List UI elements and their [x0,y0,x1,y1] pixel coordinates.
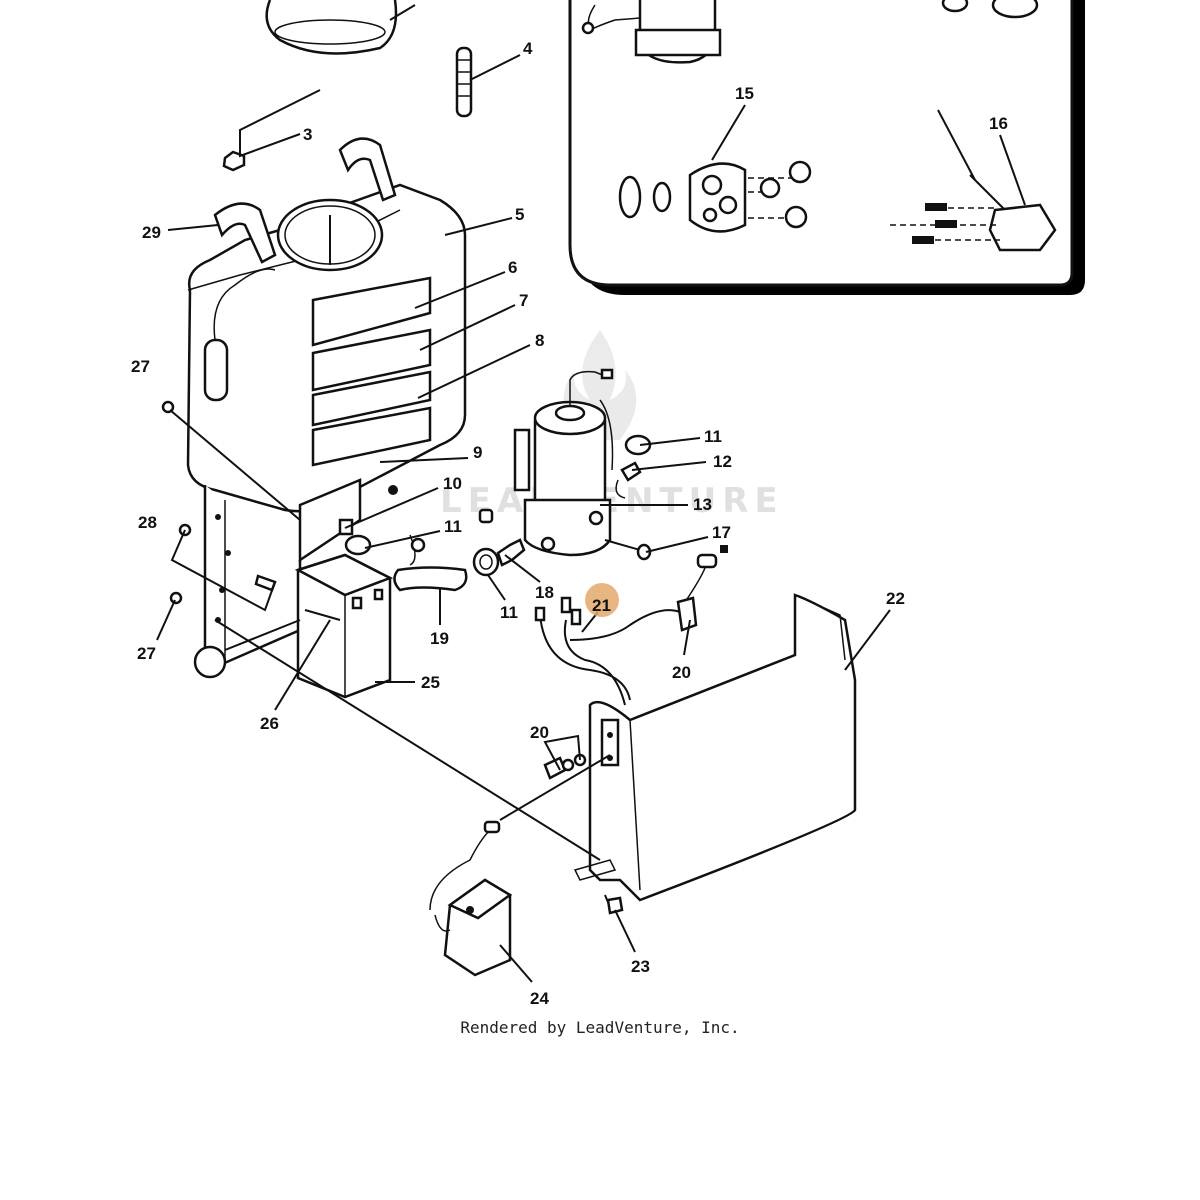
callout-23: 23 [631,957,650,976]
highlight-marker[interactable] [585,583,619,617]
callout-20b: 20 [530,723,549,742]
callout-19: 19 [430,629,449,648]
fittings-10-11 [338,518,426,566]
fasteners-20-23 [543,753,624,915]
leader-lines [156,54,1026,983]
wiring-harness [534,545,728,706]
pump-motor [513,368,614,557]
bolt-17 [604,539,652,561]
callout-27a: 27 [131,357,150,376]
callout-12: 12 [713,452,732,471]
callout-7: 7 [519,291,528,310]
fitting-4 [455,46,473,118]
callout-4: 4 [523,39,533,58]
tank [186,137,467,513]
callout-27b: 27 [137,644,156,663]
battery-box [294,553,394,699]
watermark: LEADVENTURE [440,330,778,521]
callout-3: 3 [303,125,312,144]
callout-16: 16 [989,114,1008,133]
callout-26: 26 [260,714,279,733]
callout-25: 25 [421,673,440,692]
detail-inset [568,0,1085,295]
callout-17: 17 [712,523,731,542]
fittings-11-18 [472,538,526,577]
callout-13: 13 [693,495,712,514]
callout-5: 5 [515,205,524,224]
callout-11b: 11 [704,427,722,446]
callout-21: 21 [592,596,611,615]
callout-18: 18 [535,583,554,602]
fitting-detail [941,0,1039,19]
hose-19 [393,566,468,592]
check-valve-detail [618,160,812,233]
credit-text: Rendered by LeadVenture, Inc. [460,1018,740,1037]
tank-cap [265,0,416,55]
callout-28: 28 [138,513,157,532]
callout-11c: 11 [500,603,518,622]
callout-15: 15 [735,84,754,103]
callout-11a: 11 [444,517,462,536]
callout-6: 6 [508,258,517,277]
callout-10: 10 [443,474,462,493]
pump-motor-detail [581,0,722,64]
frame [193,478,398,679]
callout-22: 22 [886,589,905,608]
callouts: 3 4 5 6 7 8 9 10 11 11 11 12 13 15 16 17… [131,39,1008,1008]
charger [429,820,513,977]
pressure-switch-detail [890,109,1057,252]
callout-20a: 20 [672,663,691,682]
fittings-11-12 [478,434,652,524]
callout-8: 8 [535,331,544,350]
callout-24: 24 [530,989,549,1008]
battery [588,593,857,902]
callout-9: 9 [473,443,482,462]
callout-29: 29 [142,223,161,242]
